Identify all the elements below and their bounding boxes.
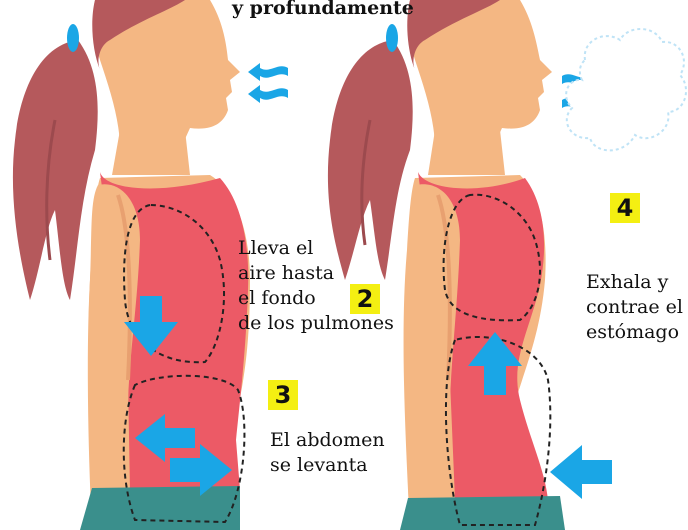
ponytail-left — [12, 40, 98, 300]
inhale-arrows-icon — [248, 63, 288, 103]
breath-cloud-icon — [565, 28, 687, 152]
step2-line-3: el fondo — [238, 287, 316, 309]
left-arrow-icon — [550, 445, 612, 499]
step4-text: Exhala y contrae el estómago — [586, 270, 686, 345]
step2-line-2: aire hasta — [238, 262, 335, 284]
figure-exhale — [327, 0, 565, 530]
abdomen-outline-right — [444, 336, 552, 526]
lung-outline-right — [442, 193, 541, 322]
head-left — [93, 0, 240, 150]
ponytail-right — [327, 40, 413, 280]
figure-inhale — [12, 0, 250, 530]
lung-outline-left — [123, 203, 226, 364]
double-arrow-icon — [135, 414, 232, 496]
top-caption: y profundamente — [232, 0, 414, 19]
abdomen-outline-left — [122, 374, 246, 524]
step3-line-1: El abdomen — [270, 429, 385, 451]
step2-line-4: de los pulmones — [238, 312, 394, 334]
step3-badge: 3 — [268, 380, 298, 410]
step4-line-3: estómago — [586, 321, 680, 343]
step2-badge: 2 — [350, 284, 380, 314]
step3-text: El abdomen se levanta — [270, 428, 420, 478]
down-arrow-icon — [124, 296, 178, 356]
up-arrow-icon — [468, 332, 522, 395]
step4-line-2: contrae el — [586, 296, 683, 318]
arm-left — [87, 184, 140, 530]
step3-line-2: se levanta — [270, 454, 368, 476]
step2-text: Lleva el aire hasta el fondo de los pulm… — [238, 236, 418, 336]
step2-line-1: Lleva el — [238, 237, 314, 259]
arm-right — [405, 184, 460, 530]
pants-left — [80, 486, 240, 530]
pants-right — [400, 496, 565, 530]
step4-badge: 4 — [610, 193, 640, 223]
step4-line-1: Exhala y — [586, 271, 669, 293]
head-right — [408, 0, 552, 150]
